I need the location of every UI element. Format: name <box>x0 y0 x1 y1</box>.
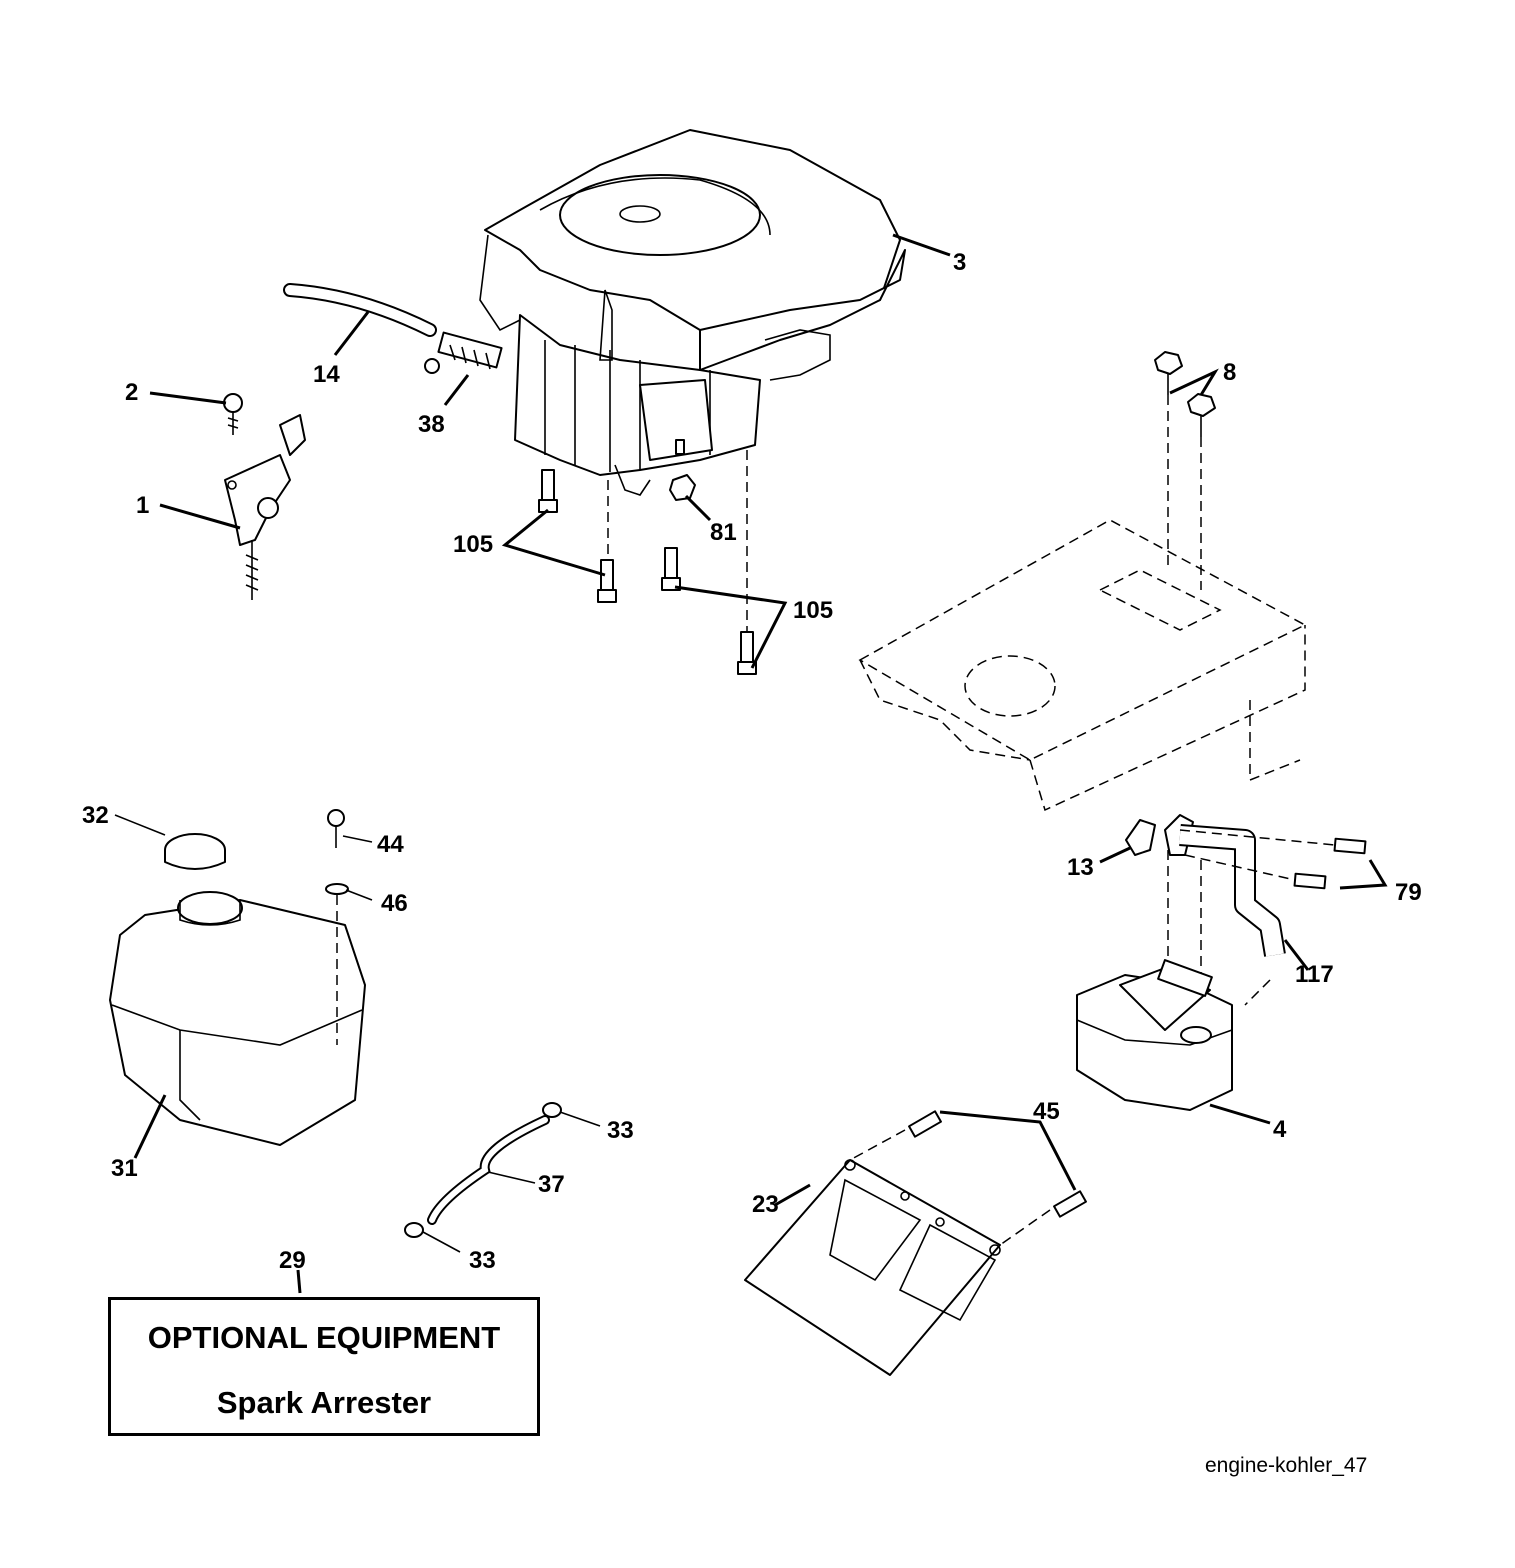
callout-33-bottom: 33 <box>469 1247 496 1274</box>
tank-screw <box>327 809 345 848</box>
callout-33-top: 33 <box>607 1117 634 1144</box>
callout-8: 8 <box>1223 359 1236 386</box>
frame-bolts <box>1154 351 1216 590</box>
callout-1: 1 <box>136 492 149 519</box>
fuel-filter <box>424 331 503 374</box>
callout-44: 44 <box>377 831 404 858</box>
throttle-control <box>224 414 306 600</box>
callout-29: 29 <box>279 1247 306 1274</box>
exhaust-pipe <box>1125 814 1367 1006</box>
callout-2: 2 <box>125 379 138 406</box>
callout-45: 45 <box>1033 1098 1060 1125</box>
callout-105-right: 105 <box>793 597 833 624</box>
shield-screws <box>849 1110 1087 1246</box>
engine-bolts <box>538 450 757 675</box>
tractor-frame <box>858 519 1307 812</box>
callout-117: 117 <box>1295 961 1334 988</box>
callout-31: 31 <box>111 1155 138 1182</box>
callout-38: 38 <box>418 411 445 438</box>
leader-lines <box>114 233 1388 1294</box>
callout-79: 79 <box>1395 879 1422 906</box>
fuel-tank <box>109 891 366 1146</box>
callout-37: 37 <box>538 1171 565 1198</box>
fuel-cap <box>164 833 226 870</box>
callout-14: 14 <box>313 361 340 388</box>
callout-4: 4 <box>1273 1116 1287 1143</box>
optional-equipment-box: OPTIONAL EQUIPMENT Spark Arrester <box>108 1297 540 1436</box>
muffler <box>1076 959 1233 1111</box>
callout-3: 3 <box>953 249 966 276</box>
fuel-line <box>427 1115 550 1225</box>
callout-105-left: 105 <box>453 531 493 558</box>
callout-81: 81 <box>710 519 737 546</box>
callout-32: 32 <box>82 802 109 829</box>
nut-81 <box>669 474 696 501</box>
optional-equipment-subtitle: Spark Arrester <box>216 1385 432 1420</box>
figure-id: engine-kohler_47 <box>1205 1454 1368 1477</box>
screw-2 <box>223 393 243 435</box>
optional-equipment-title: OPTIONAL EQUIPMENT <box>147 1320 501 1355</box>
callout-23: 23 <box>752 1191 779 1218</box>
tank-washer <box>325 883 349 1045</box>
callout-46: 46 <box>381 890 408 917</box>
hose-clamps <box>404 1102 562 1238</box>
fuel-hose <box>283 283 437 337</box>
callout-13: 13 <box>1067 854 1094 881</box>
engine <box>479 129 906 496</box>
heat-shield <box>744 1159 1001 1376</box>
